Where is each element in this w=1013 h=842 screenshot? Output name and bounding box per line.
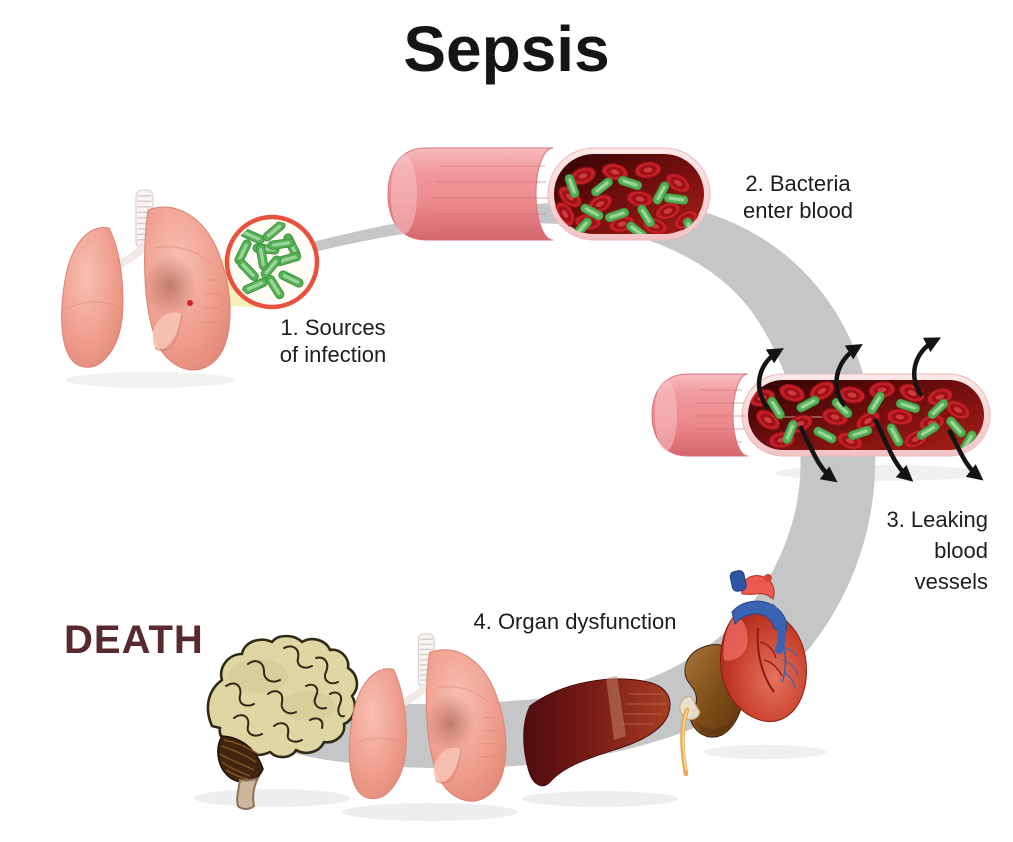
red-blood-cell: [755, 409, 781, 431]
bacterium: [617, 175, 643, 191]
bacterium: [239, 227, 265, 245]
vena-cava: [729, 570, 747, 592]
brain-icon: [206, 634, 359, 810]
leak-arrows: [756, 337, 984, 483]
red-blood-cell: [886, 408, 914, 426]
red-blood-cell: [554, 201, 576, 227]
step3-label: 3. Leaking blood vessels: [853, 504, 988, 597]
brainstem: [236, 775, 261, 810]
bacterium: [591, 177, 613, 197]
bacterium: [916, 422, 940, 440]
step1-line1: 1. Sources: [280, 315, 386, 340]
step3-line3: vessels: [914, 569, 988, 594]
bacterium: [946, 416, 966, 438]
step1-line2: of infection: [279, 342, 387, 367]
step2-line1: 2. Bacteria: [745, 171, 851, 196]
bacterium: [927, 398, 949, 420]
red-blood-cell: [945, 400, 971, 420]
bacterium: [847, 425, 873, 441]
red-blood-cell: [665, 172, 691, 194]
leak-arrow: [912, 337, 942, 398]
bacterium: [265, 274, 285, 300]
bacterium: [626, 221, 648, 234]
bacterium: [237, 258, 259, 282]
bacterium: [796, 395, 820, 413]
bacterium: [895, 398, 921, 414]
red-blood-cell: [838, 386, 866, 404]
red-blood-cell: [641, 216, 669, 234]
leak-arrow: [756, 348, 784, 410]
bacterium: [813, 426, 837, 444]
bacterium: [663, 193, 689, 205]
step2-label: 2. Bacteria enter blood: [722, 170, 874, 224]
leak-arrow: [798, 424, 838, 483]
magnified-bacteria: [234, 221, 304, 300]
blood-vessel-icon: [387, 147, 711, 241]
step1-label: 1. Sources of infection: [253, 314, 413, 368]
bacterium: [782, 420, 798, 444]
death-label: DEATH: [64, 618, 204, 662]
red-blood-cell: [855, 410, 881, 432]
bacterium: [652, 181, 670, 205]
step3-line2: blood: [934, 538, 988, 563]
liver-icon: [523, 676, 671, 787]
red-blood-cell: [778, 383, 806, 403]
bacterium: [267, 238, 295, 250]
bacterium: [580, 203, 604, 221]
heart-icon: [720, 570, 807, 722]
page-title: Sepsis: [403, 13, 610, 85]
red-blood-cell: [809, 381, 835, 401]
bacterium: [564, 173, 580, 199]
bacterium: [767, 396, 785, 420]
bacterium: [255, 243, 269, 271]
bacteria-magnifier-icon: [224, 214, 320, 310]
leak-arrow: [947, 428, 984, 481]
bacterium: [604, 207, 630, 223]
lungs-infection-icon: [62, 190, 230, 370]
lungs-organ-icon: [349, 634, 506, 801]
red-blood-cell: [634, 161, 662, 179]
leak-arrow: [872, 417, 914, 482]
step3-line1: 3. Leaking: [886, 507, 988, 532]
infection-site-dot: [187, 300, 193, 306]
bacterium: [886, 423, 904, 447]
step2-line2: enter blood: [742, 198, 854, 223]
bacterium: [637, 204, 655, 228]
red-blood-cell: [569, 166, 597, 186]
red-blood-cell: [899, 383, 925, 403]
bacterium: [260, 255, 282, 279]
leak-arrow: [834, 344, 863, 408]
vessel2-wall: [651, 373, 749, 457]
bacterium: [278, 270, 304, 288]
step4-label: 4. Organ dysfunction: [473, 609, 677, 634]
leaking-vessel-icon: [651, 337, 991, 483]
vessel2-blood-cells: [748, 381, 977, 450]
bacterium: [867, 391, 885, 415]
red-blood-cell: [654, 201, 682, 221]
